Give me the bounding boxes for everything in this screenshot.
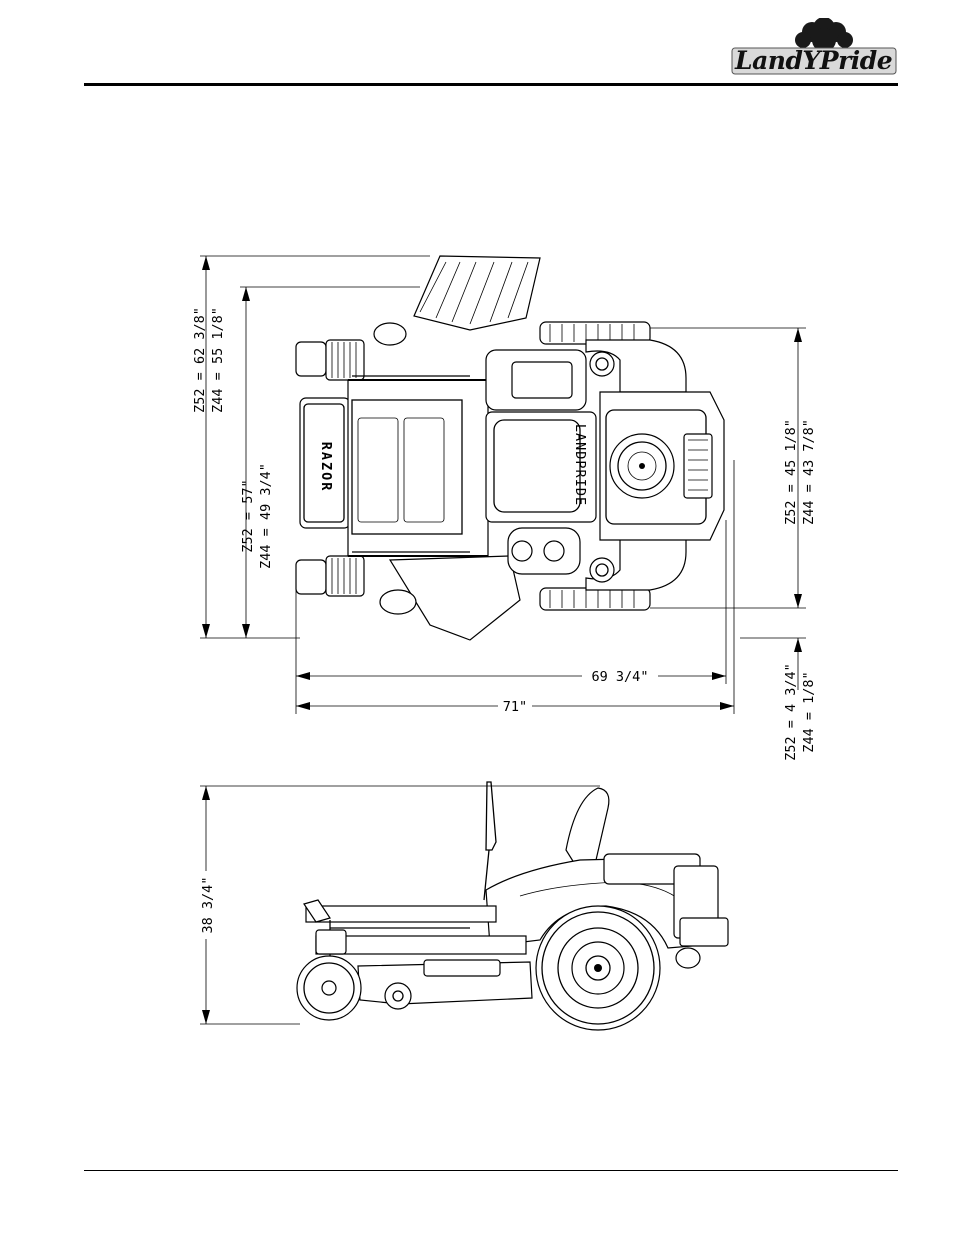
dim-wheelbase-z52: Z52 = 57": [240, 479, 256, 552]
dim-overall-length-z52: Z52 = 62 3/8": [192, 307, 208, 413]
dim-width-inner: 69 3/4": [592, 669, 649, 685]
dim-rear-width-z44: Z44 = 43 7/8": [801, 419, 817, 525]
side-view: [200, 782, 728, 1030]
dim-width-outer: 71": [503, 699, 527, 715]
footer-rule: [84, 1170, 898, 1171]
svg-text:LANDPRIDE: LANDPRIDE: [572, 424, 588, 506]
dim-offset-z52: Z52 = 4 3/4": [783, 663, 799, 761]
hood-brand-label: LANDPRIDE: [572, 424, 588, 506]
svg-text:RAZOR: RAZOR: [318, 442, 334, 493]
dim-wheelbase-z44: Z44 = 49 3/4": [258, 463, 274, 569]
dim-offset-z44: Z44 = 1/8": [801, 671, 817, 752]
dim-rear-width-z52: Z52 = 45 1/8": [783, 419, 799, 525]
top-view: RAZOR LANDPRIDE: [200, 256, 806, 714]
dim-overall-height: 38 3/4": [200, 877, 216, 934]
deck-brand-label: RAZOR: [318, 442, 334, 493]
dim-overall-length-z44: Z44 = 55 1/8": [210, 307, 226, 413]
